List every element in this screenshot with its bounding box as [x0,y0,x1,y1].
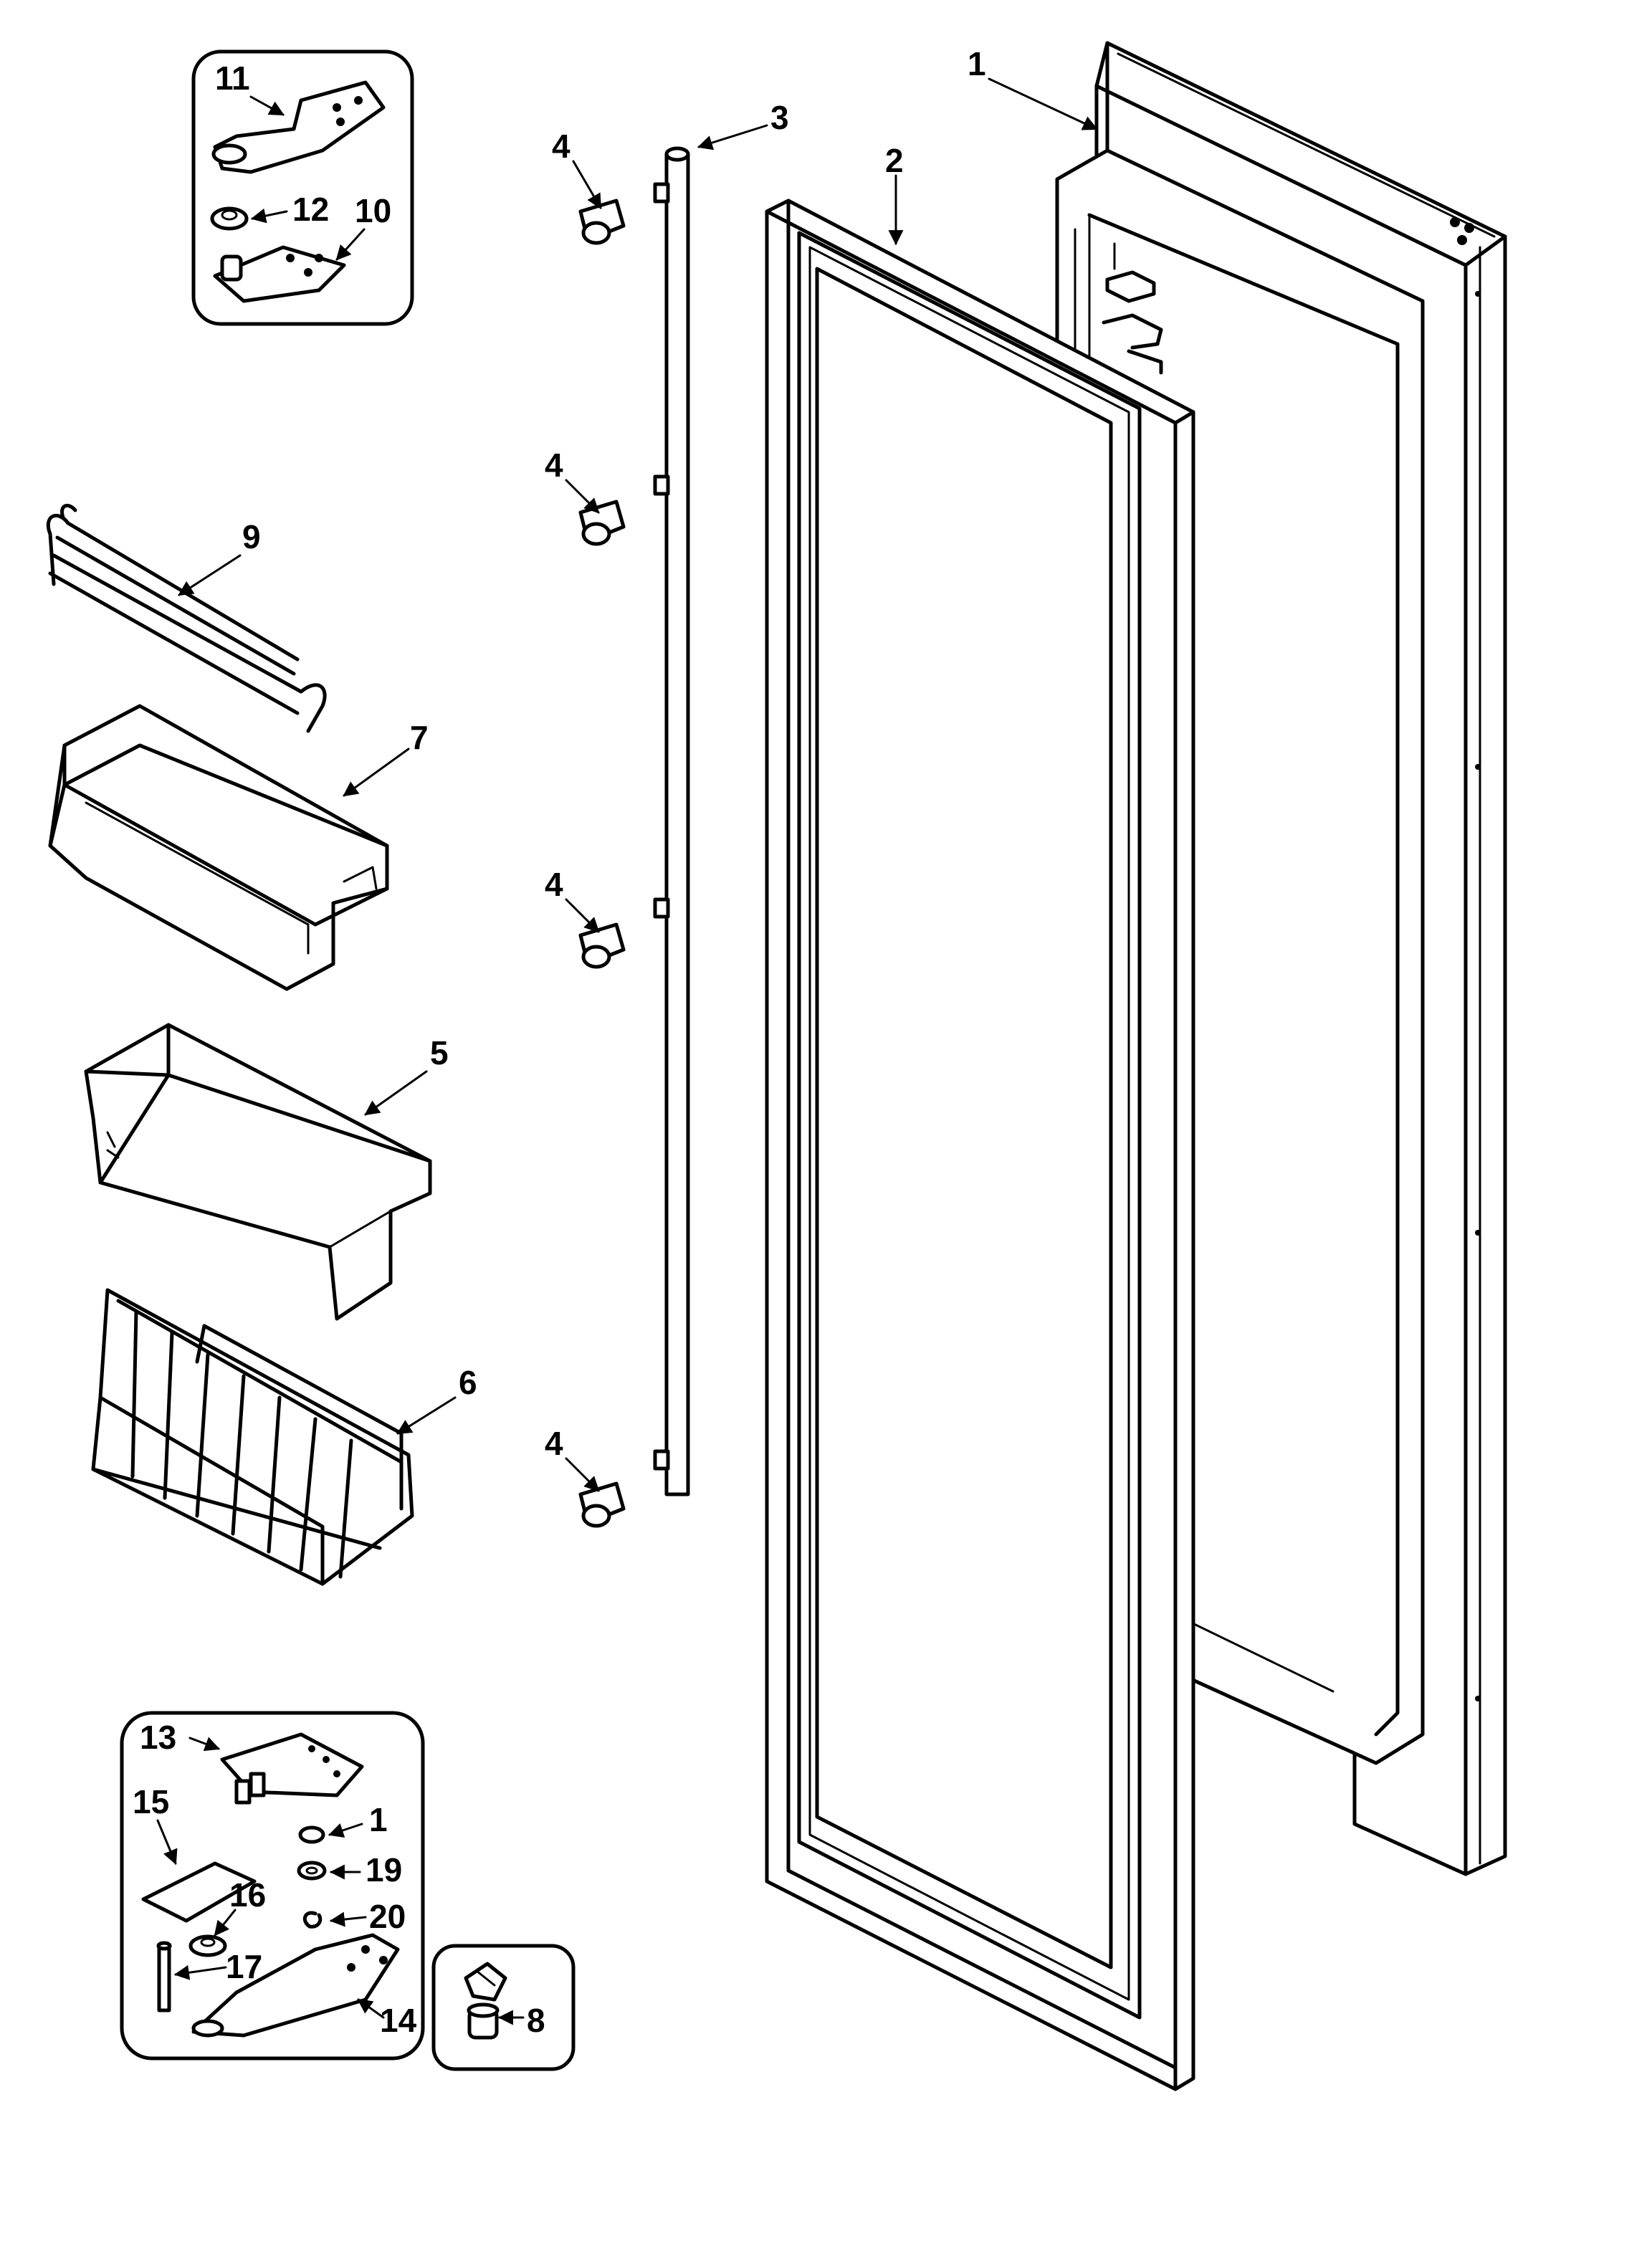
callout-5: 5 [430,1034,449,1071]
callout-8: 8 [527,2002,545,2039]
callout-7: 7 [410,719,429,756]
callout-15: 15 [133,1783,169,1820]
handle-end-cap-bottom [578,1481,626,1528]
bottom-hinge-inset [120,1711,425,2061]
callout-12: 12 [292,191,329,228]
door-bin-medium [84,1023,432,1321]
callout-1: 1 [968,45,986,82]
wire-basket [91,1288,414,1586]
callout-10: 10 [355,192,391,229]
callout-labels: 1 2 3 4 4 4 4 5 6 7 8 9 10 11 12 13 14 1… [133,45,986,2039]
handle-end-cap-upper [578,500,626,546]
callout-1-washer: 1 [369,1801,388,1838]
cam-inset [431,1944,576,2071]
door-bin-large [48,704,389,991]
callout-4-upper: 4 [545,447,563,484]
callout-6: 6 [459,1364,477,1401]
handle-end-cap-lower [578,922,626,969]
callout-4-bottom: 4 [545,1425,563,1462]
door-gasket [765,199,1195,2091]
callout-4-top: 4 [552,128,570,165]
callout-3: 3 [770,99,789,136]
callout-11: 11 [215,59,250,97]
handle-end-cap-top [578,199,626,245]
callout-14: 14 [380,2002,417,2039]
callout-20: 20 [369,1898,406,1935]
callout-13: 13 [140,1719,176,1756]
callout-2: 2 [885,142,904,179]
callout-17: 17 [226,1948,262,1985]
callout-4-lower: 4 [545,866,563,903]
top-hinge-inset [191,49,414,326]
door-handle-rod [653,146,690,1496]
callout-leaders [156,77,1098,2025]
callout-16: 16 [229,1876,266,1914]
door-shelf-bar [46,503,327,733]
callout-9: 9 [242,518,261,555]
callout-19: 19 [366,1851,402,1889]
